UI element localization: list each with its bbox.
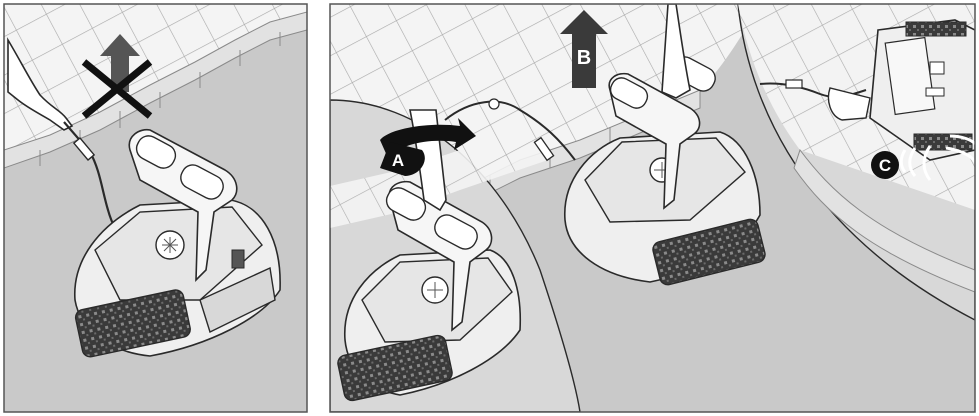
pool-coping bbox=[4, 11, 307, 169]
arm bbox=[661, 4, 691, 99]
step-c-badge: C bbox=[871, 151, 899, 179]
cable bbox=[444, 100, 576, 161]
up-arrow-icon: B bbox=[560, 10, 608, 88]
drain-water-icon bbox=[899, 134, 975, 181]
step-a-badge: A bbox=[380, 142, 425, 176]
robot-step-c: C bbox=[759, 19, 975, 181]
step-a-label: A bbox=[392, 151, 404, 170]
panel-1 bbox=[4, 4, 307, 412]
robot-step-b: B bbox=[560, 4, 766, 286]
pool-deck bbox=[330, 4, 975, 232]
panel-2-frame bbox=[329, 3, 976, 413]
robot-handle bbox=[827, 87, 871, 121]
step-c-label: C bbox=[879, 156, 891, 175]
rotate-arrow-icon bbox=[380, 118, 476, 158]
panel-2: A B bbox=[330, 4, 975, 412]
robot-handle bbox=[128, 128, 238, 282]
crossed-out-lift-arrow-icon bbox=[81, 34, 153, 119]
hand bbox=[7, 37, 74, 131]
step-b-label: B bbox=[577, 47, 591, 69]
robot-cleaner bbox=[74, 128, 281, 358]
panel-1-frame bbox=[3, 3, 308, 413]
pool-deck bbox=[4, 4, 307, 150]
robot-step-a: A bbox=[337, 98, 576, 402]
